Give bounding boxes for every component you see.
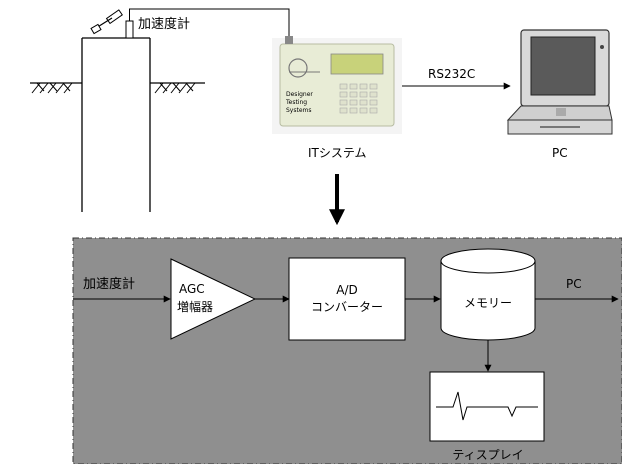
sensor-cable bbox=[129, 8, 290, 42]
memory-cylinder bbox=[440, 248, 536, 341]
waveform-icon bbox=[436, 391, 538, 421]
output-pc-label: PC bbox=[566, 277, 582, 291]
pile-illustration bbox=[30, 12, 205, 212]
rs232c-label: RS232C bbox=[428, 67, 475, 81]
agc-label: AGC bbox=[179, 282, 205, 296]
it-system-label: ITシステム bbox=[308, 146, 367, 160]
it-system-device: Designer Testing Systems bbox=[272, 36, 402, 134]
amplifier-label: 増幅器 bbox=[177, 299, 213, 314]
accelerometer-label: 加速度計 bbox=[138, 16, 190, 32]
device-keypad-icon bbox=[339, 83, 378, 114]
device-text-3: Systems bbox=[286, 107, 312, 114]
device-connector bbox=[285, 36, 293, 44]
memory-label: メモリー bbox=[464, 296, 512, 310]
device-text-2: Testing bbox=[285, 99, 307, 106]
device-lcd bbox=[330, 53, 384, 75]
laptop-icon bbox=[506, 29, 613, 135]
ad-converter-box bbox=[288, 257, 406, 341]
device-logo-icon bbox=[288, 58, 308, 78]
pc-label: PC bbox=[552, 146, 568, 160]
ad-label: A/D bbox=[336, 283, 358, 297]
device-text-1: Designer bbox=[286, 91, 313, 98]
input-label: 加速度計 bbox=[83, 276, 135, 292]
agc-amplifier bbox=[170, 258, 257, 340]
hammer-icon bbox=[90, 9, 123, 35]
display-label: ティスプレイ bbox=[452, 448, 523, 462]
converter-label: コンバーター bbox=[311, 300, 383, 314]
